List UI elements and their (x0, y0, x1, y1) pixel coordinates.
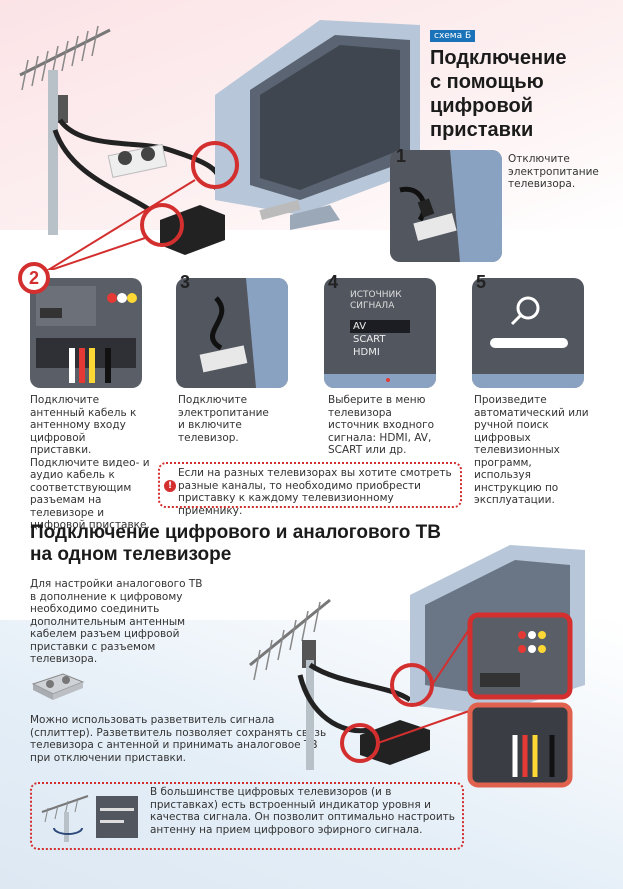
splitter-icon (31, 673, 85, 700)
section-intro: Для настройки аналогового ТВ в дополнени… (30, 578, 203, 665)
tip-note: В большинстве цифровых телевизоров (и в … (30, 782, 464, 850)
menu-item-hdmi[interactable]: HDMI (353, 347, 380, 358)
step-4-text: Выберите в меню телевизора источник вход… (328, 394, 435, 456)
step-1-text: Отключите электропитание телевизора. (508, 153, 599, 190)
step-3-number: 3 (180, 272, 191, 292)
antenna-icon (249, 598, 331, 770)
step-1-number: 1 (396, 146, 407, 166)
tip-text: В большинстве цифровых телевизоров (и в … (150, 786, 455, 836)
step-1-panel (390, 150, 502, 262)
signal-indicator-icon (41, 795, 138, 842)
step-2-text: Подключите антенный кабель к антенному в… (30, 394, 150, 531)
warning-icon: ! (164, 480, 176, 492)
step-2-number: 2 (28, 268, 39, 288)
splitter-text: Можно использовать разветвитель сигнала … (30, 714, 327, 764)
step-5-number: 5 (476, 272, 487, 292)
warning-note: ! Если на разных телевизорах вы хотите с… (158, 462, 462, 517)
warning-text: Если на разных телевизорах вы хотите смо… (178, 467, 452, 517)
step-5-text: Произведите автоматический или ручной по… (474, 394, 589, 506)
scheme-tag: схема Б (430, 30, 476, 42)
menu-item-av[interactable]: AV (350, 320, 410, 333)
step-2-badge: 2 (18, 262, 50, 294)
search-icon (472, 296, 584, 388)
antenna-icon (19, 25, 111, 235)
menu-item-scart[interactable]: SCART (353, 334, 386, 345)
menu-list: AV SCART HDMI (350, 320, 410, 359)
analog-setup-illustration (249, 545, 585, 788)
set-top-box-icon (160, 199, 301, 255)
step-3-text: Подключите электропитание и включите тел… (178, 394, 269, 444)
step-4-number: 4 (328, 272, 339, 292)
tv-indicator-icon (386, 378, 390, 382)
step-5-panel (472, 278, 584, 388)
setup-illustration (19, 20, 420, 270)
tv-icon (215, 20, 420, 230)
step-2-panel (30, 278, 142, 388)
step-3-panel (176, 278, 288, 388)
